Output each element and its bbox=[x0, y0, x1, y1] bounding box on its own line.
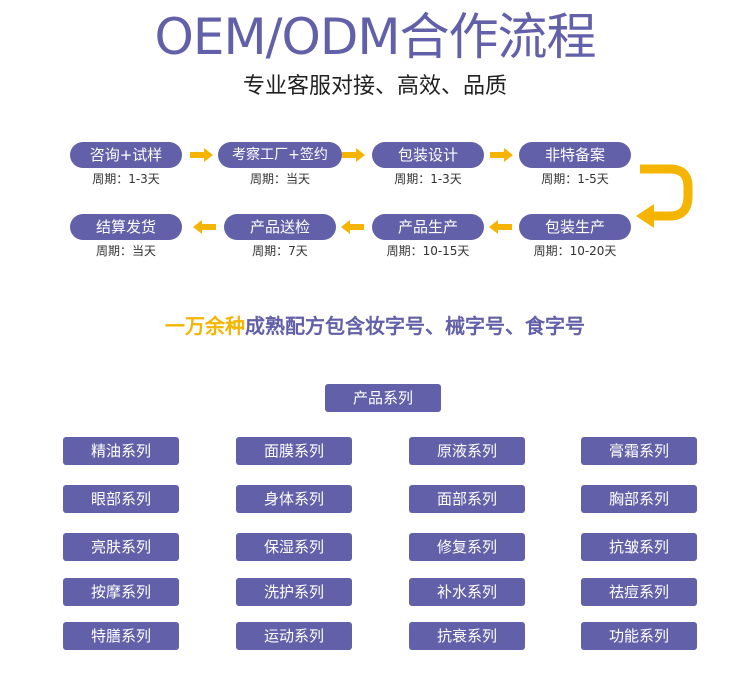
formula-highlight: 一万余种成熟配方包含妆字号、械字号、食字号 bbox=[0, 311, 750, 341]
flow-step-period: 周期：1-3天 bbox=[92, 172, 160, 186]
flow-step-settle-ship: 结算发货 bbox=[70, 214, 182, 240]
arrow-left-icon bbox=[341, 220, 364, 234]
flow-step-period: 周期：10-15天 bbox=[386, 244, 470, 258]
flow-step-package-design: 包装设计 bbox=[372, 142, 484, 168]
flow-step-period: 周期：1-3天 bbox=[394, 172, 462, 186]
product-series-item[interactable]: 抗衰系列 bbox=[409, 622, 525, 650]
arrow-left-icon bbox=[193, 220, 216, 234]
arrow-left-icon bbox=[489, 220, 512, 234]
flow-step-period: 周期：10-20天 bbox=[533, 244, 617, 258]
product-series-item[interactable]: 特膳系列 bbox=[63, 622, 179, 650]
flow-step-filing: 非特备案 bbox=[519, 142, 631, 168]
flow-step-period: 周期：1-5天 bbox=[541, 172, 609, 186]
u-turn-arrow-icon bbox=[636, 164, 693, 228]
product-series-item[interactable]: 补水系列 bbox=[409, 578, 525, 606]
flow-step-inspection: 产品送检 bbox=[224, 214, 336, 240]
flow-step-factory-visit: 考察工厂+签约 bbox=[218, 142, 342, 168]
product-series-item[interactable]: 面膜系列 bbox=[236, 437, 352, 465]
product-series-item[interactable]: 修复系列 bbox=[409, 533, 525, 561]
flow-step-period: 周期：7天 bbox=[252, 244, 308, 258]
product-series-item[interactable]: 按摩系列 bbox=[63, 578, 179, 606]
product-series-item[interactable]: 面部系列 bbox=[409, 485, 525, 513]
product-series-item[interactable]: 原液系列 bbox=[409, 437, 525, 465]
product-series-item[interactable]: 精油系列 bbox=[63, 437, 179, 465]
arrow-right-icon bbox=[190, 148, 213, 162]
product-series-item[interactable]: 保湿系列 bbox=[236, 533, 352, 561]
page-subtitle: 专业客服对接、高效、品质 bbox=[242, 74, 507, 99]
product-series-item[interactable]: 眼部系列 bbox=[63, 485, 179, 513]
flow-step-production: 产品生产 bbox=[372, 214, 484, 240]
product-series-item[interactable]: 亮肤系列 bbox=[63, 533, 179, 561]
product-series-item[interactable]: 膏霜系列 bbox=[581, 437, 697, 465]
flow-step-period: 周期：当天 bbox=[95, 244, 156, 258]
product-series-item[interactable]: 祛痘系列 bbox=[581, 578, 697, 606]
flow-step-package-production: 包装生产 bbox=[519, 214, 631, 240]
highlight-rest: 成熟配方包含妆字号、械字号、食字号 bbox=[245, 314, 585, 338]
flow-step-consult-sample: 咨询+试样 bbox=[70, 142, 182, 168]
highlight-accent: 一万余种 bbox=[165, 314, 245, 338]
flow-step-period: 周期：当天 bbox=[249, 172, 310, 186]
product-series-item[interactable]: 功能系列 bbox=[581, 622, 697, 650]
page-title: OEM/ODM合作流程 bbox=[154, 8, 597, 66]
product-series-item[interactable]: 抗皱系列 bbox=[581, 533, 697, 561]
product-series-item[interactable]: 运动系列 bbox=[236, 622, 352, 650]
product-series-item[interactable]: 洗护系列 bbox=[236, 578, 352, 606]
arrow-right-icon bbox=[490, 148, 513, 162]
product-series-header: 产品系列 bbox=[325, 384, 441, 412]
product-series-item[interactable]: 身体系列 bbox=[236, 485, 352, 513]
product-series-item[interactable]: 胸部系列 bbox=[581, 485, 697, 513]
arrow-right-icon bbox=[342, 148, 365, 162]
